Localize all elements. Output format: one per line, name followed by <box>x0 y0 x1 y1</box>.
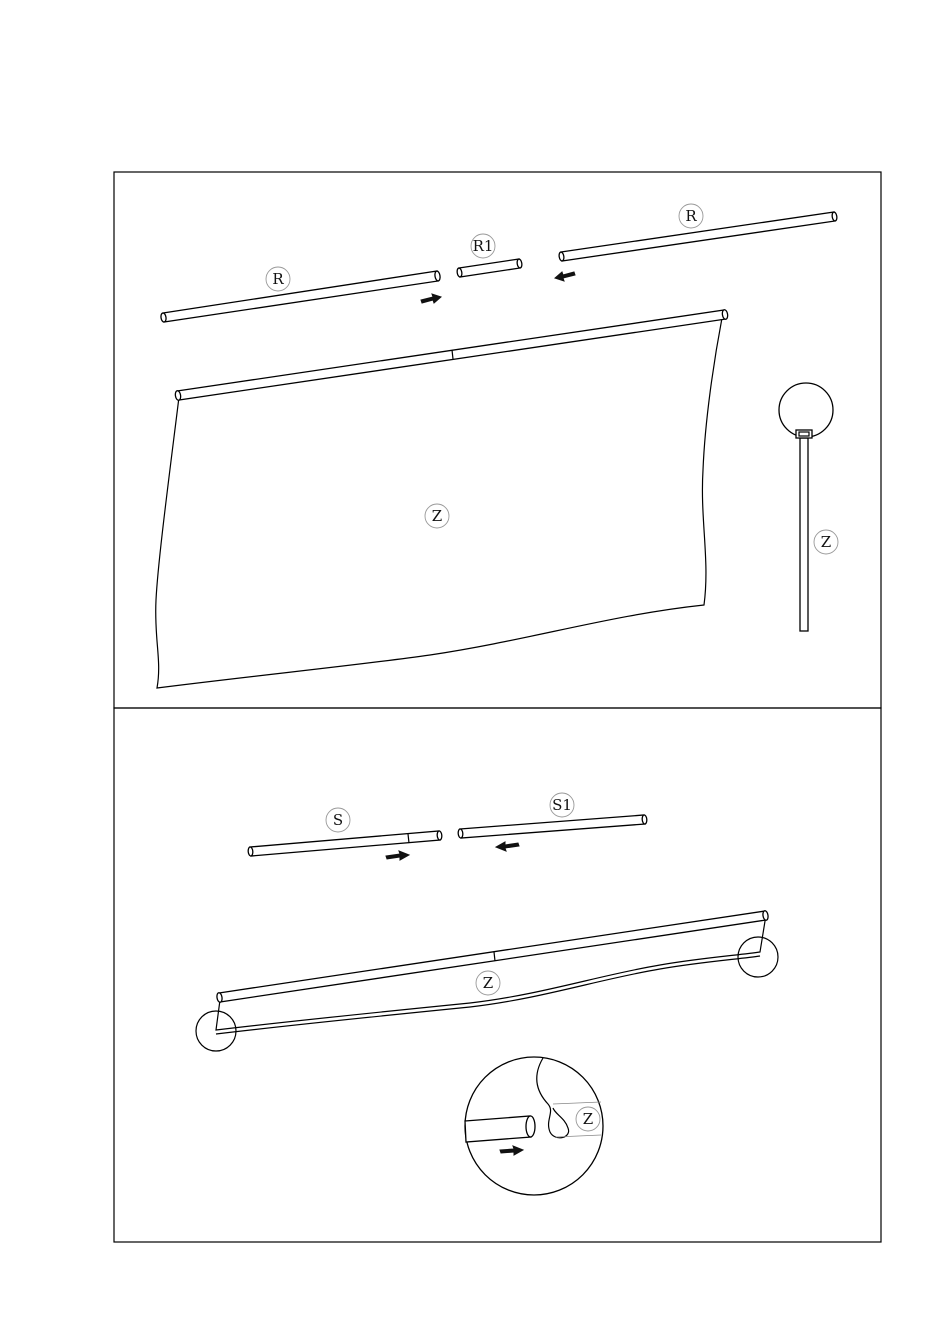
fabric-panel <box>156 309 729 688</box>
label-rod-right: R <box>679 204 703 228</box>
rod-r1-middle <box>457 259 523 278</box>
rod-s1 <box>458 815 647 838</box>
label-rod-s: S <box>326 808 350 832</box>
svg-text:Z: Z <box>432 507 442 525</box>
svg-text:Z: Z <box>483 974 493 992</box>
label-rod-left: R <box>266 267 290 291</box>
fabric-side-view <box>779 383 833 631</box>
rod-s <box>248 831 442 856</box>
rod-r-left <box>160 271 440 323</box>
svg-text:S: S <box>333 811 343 829</box>
label-detail: Z <box>576 1107 600 1131</box>
svg-text:R: R <box>685 207 697 225</box>
arrow-right-icon <box>421 294 441 303</box>
label-rod-s1: S1 <box>550 793 574 817</box>
arrow-left-icon <box>496 842 519 851</box>
arrow-left-icon <box>555 272 575 281</box>
arrow-right-icon <box>386 851 409 860</box>
label-fabric: Z <box>425 504 449 528</box>
panel-top-frame <box>114 172 881 708</box>
svg-text:R: R <box>272 270 284 288</box>
label-fabric-rolled: Z <box>476 971 500 995</box>
svg-text:Z: Z <box>583 1110 593 1128</box>
svg-text:Z: Z <box>821 533 831 551</box>
svg-text:S1: S1 <box>552 796 572 814</box>
svg-text:R1: R1 <box>473 237 494 255</box>
label-fabric-side: Z <box>814 530 838 554</box>
label-rod-middle: R1 <box>471 234 495 258</box>
